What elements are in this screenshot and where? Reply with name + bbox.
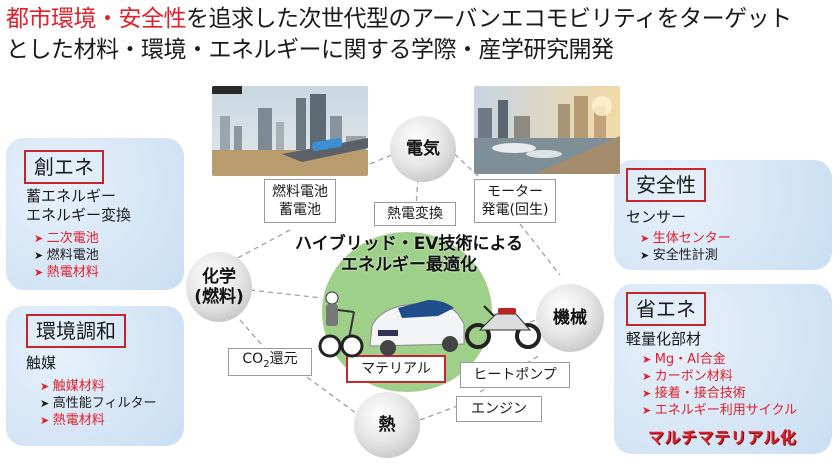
right-photo <box>474 86 620 174</box>
label-line: 発電(回生) <box>481 202 549 218</box>
title-highlight: 都市環境・安全性 <box>6 6 187 32</box>
label-text: ヒートポンプ <box>473 367 557 383</box>
panel-heading: 省エネ <box>626 292 706 326</box>
vehicles-illustration <box>318 291 541 358</box>
co2-suffix: 還元 <box>269 351 298 368</box>
panel-list: 生体センター 安全性計測 <box>640 230 731 264</box>
electric-car-icon <box>369 300 465 356</box>
panel-list: 触媒材料 高性能フィルター 熱電材料 <box>40 378 157 429</box>
label-text: マテリアル <box>361 361 431 377</box>
panel-subheading: 軽量化部材 <box>626 330 702 348</box>
panel-energy-saving: 省エネ 軽量化部材 Mg・Al合金 カーボン材料 接着・接合技術 エネルギー利用… <box>614 284 832 454</box>
node-label: 電気 <box>406 139 440 159</box>
co2-prefix: CO <box>242 351 264 368</box>
list-item: 熱電材料 <box>34 264 99 281</box>
panel-list: 二次電池 燃料電池 熱電材料 <box>34 230 99 281</box>
node-electricity: 電気 <box>390 116 456 182</box>
list-item: エネルギー利用サイクル <box>642 402 797 419</box>
co2-subscript: 2 <box>263 358 270 370</box>
diagram-headline: ハイブリッド・EV技術による エネルギー最適化 <box>244 234 574 276</box>
title-line-1: 都市環境・安全性を追求した次世代型のアーバンエコモビリティをターゲット <box>6 4 792 35</box>
label-line: 蓄電池 <box>279 202 321 218</box>
title-rest: を追求した次世代型のアーバンエコモビリティをターゲット <box>186 6 792 32</box>
label-fuel-cell: 燃料電池蓄電池 <box>264 179 336 223</box>
label-line: 燃料電池 <box>272 184 328 200</box>
panel-list: Mg・Al合金 カーボン材料 接着・接合技術 エネルギー利用サイクル <box>642 351 797 419</box>
list-item: 熱電材料 <box>40 412 156 429</box>
node-label: 熱 <box>378 415 396 435</box>
panel-safety: 安全性 センサー 生体センター 安全性計測 <box>614 160 832 270</box>
headline-line-1: ハイブリッド・EV技術による <box>295 234 523 254</box>
node-label-line: (燃料) <box>194 287 244 307</box>
multi-material-emphasis: マルチマテリアル化 <box>648 428 797 447</box>
panel-heading: 環境調和 <box>26 314 126 348</box>
panel-subheading: エネルギー変換 <box>26 206 132 224</box>
node-chemistry: 化学(燃料) <box>186 252 252 322</box>
list-item: 接着・接合技術 <box>642 385 797 402</box>
list-item: 触媒材料 <box>40 378 156 395</box>
list-item: カーボン材料 <box>642 368 797 385</box>
label-text: CO2還元 <box>242 350 297 374</box>
label-engine: エンジン <box>456 396 542 422</box>
label-line: モーター <box>487 184 543 200</box>
list-item: 安全性計測 <box>640 247 731 264</box>
panel-subheading: 蓄エネルギー <box>26 187 117 205</box>
list-item: Mg・Al合金 <box>642 351 797 368</box>
panel-energy-creation: 創エネ 蓄エネルギー エネルギー変換 二次電池 燃料電池 熱電材料 <box>6 138 184 290</box>
label-material: マテリアル <box>346 355 446 383</box>
label-heat-pump: ヒートポンプ <box>460 362 570 388</box>
headline-line-2: エネルギー最適化 <box>341 255 477 275</box>
panel-environment: 環境調和 触媒 触媒材料 高性能フィルター 熱電材料 <box>6 306 184 446</box>
list-item: 二次電池 <box>34 230 99 247</box>
panel-subheading: センサー <box>626 208 687 226</box>
node-mechanical: 機械 <box>536 284 604 352</box>
city-monorail-image <box>212 86 368 176</box>
panel-heading: 創エネ <box>24 150 104 184</box>
label-co2-reduction: CO2還元 <box>228 348 312 376</box>
list-item: 生体センター <box>640 230 731 247</box>
page-title: 都市環境・安全性を追求した次世代型のアーバンエコモビリティをターゲット とした材… <box>6 4 792 66</box>
left-photo <box>212 86 368 176</box>
label-text: 熱電変換 <box>387 206 443 222</box>
motorcycle-icon <box>465 305 541 349</box>
node-label: 機械 <box>553 308 587 328</box>
node-label: 化学(燃料) <box>194 267 244 307</box>
list-item: 高性能フィルター <box>40 395 157 412</box>
node-label-line: 化学 <box>201 267 236 287</box>
node-heat: 熱 <box>354 392 420 458</box>
panel-heading: 安全性 <box>626 168 706 202</box>
label-motor: モーター発電(回生) <box>474 179 556 223</box>
marina-city-image <box>474 86 620 174</box>
title-line-2: とした材料・環境・エネルギーに関する学際・産学研究開発 <box>6 37 614 63</box>
segway-icon <box>318 291 364 358</box>
panel-subheading: 触媒 <box>26 354 57 372</box>
label-thermoelectric: 熱電変換 <box>374 202 456 226</box>
label-text: エンジン <box>471 401 527 417</box>
list-item: 燃料電池 <box>34 247 99 264</box>
